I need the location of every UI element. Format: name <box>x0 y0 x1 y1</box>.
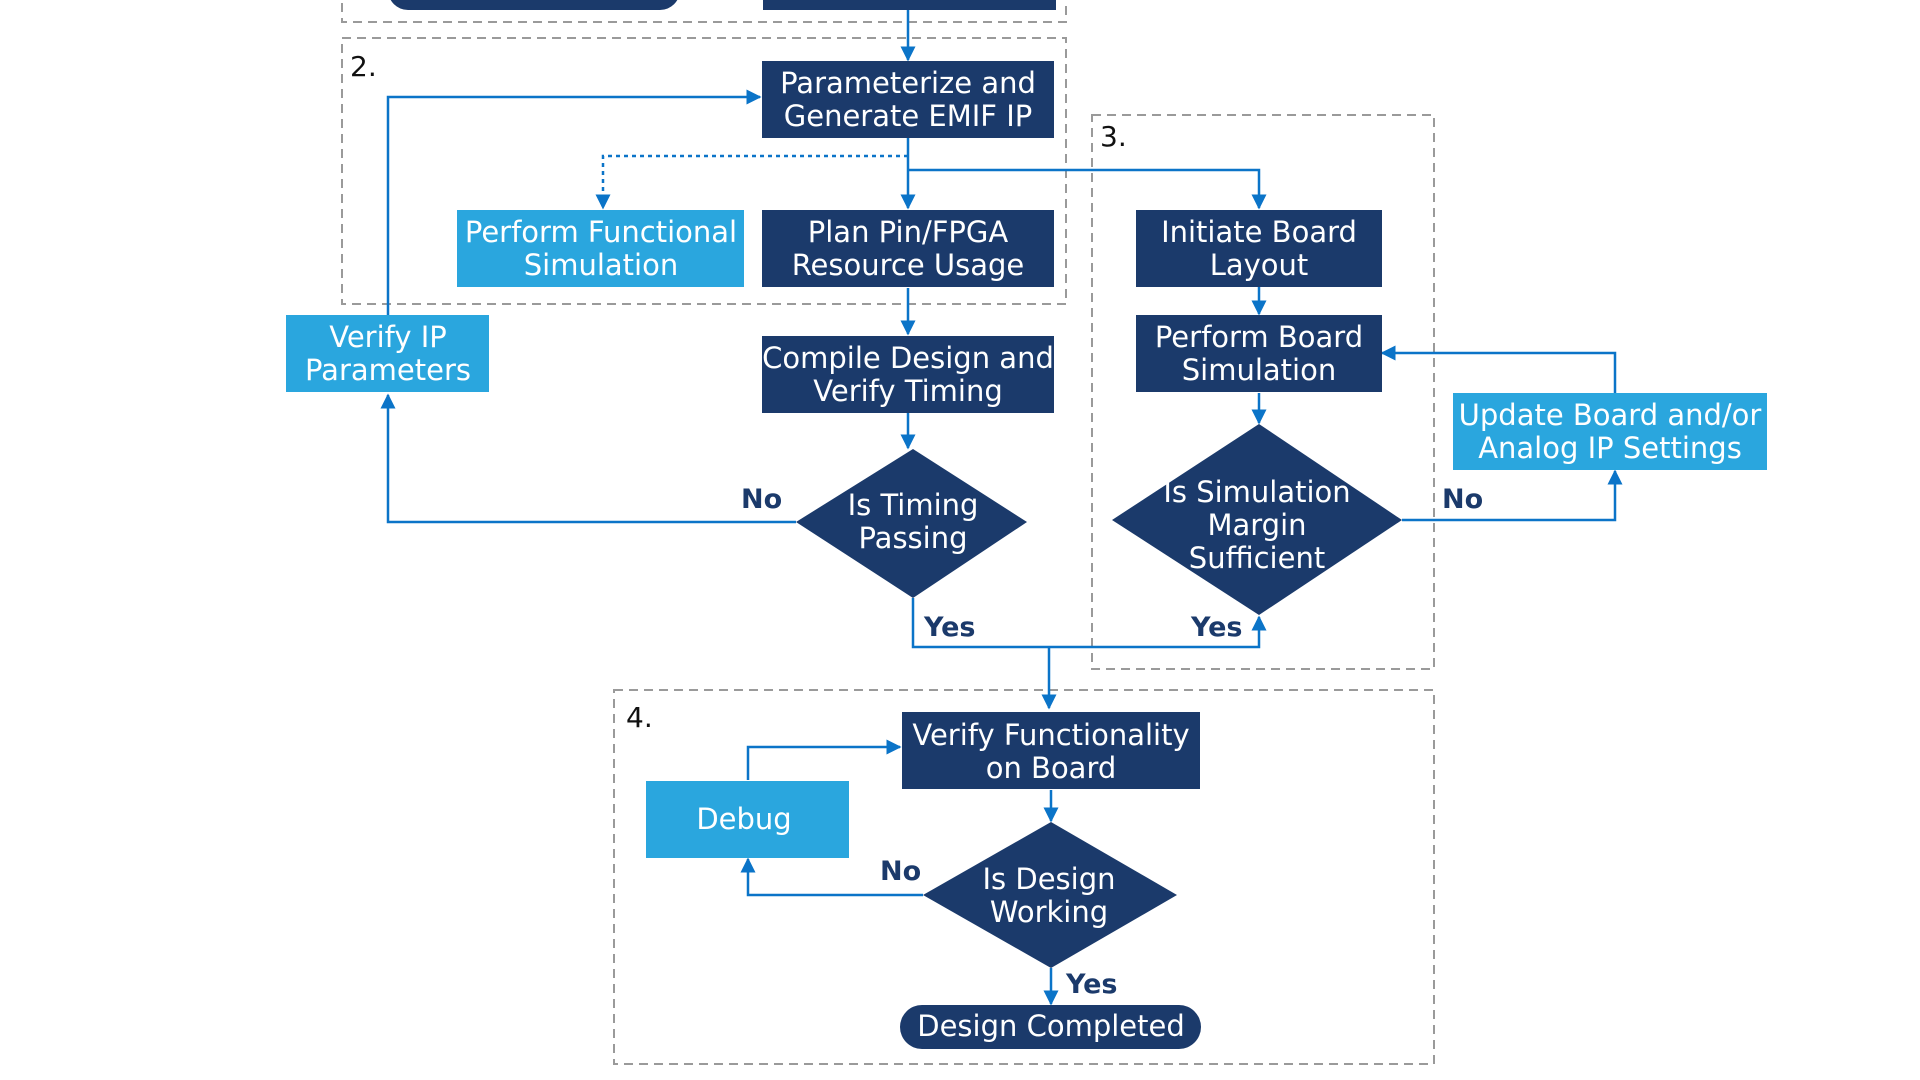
label-timing-yes: Yes <box>923 612 975 643</box>
node-debug-line-1: Debug <box>696 802 791 836</box>
node-update-board: Update Board and/or Analog IP Settings <box>1453 393 1767 470</box>
node-plan-pin: Plan Pin/FPGA Resource Usage <box>762 210 1054 287</box>
node-functional-sim-line-1: Perform Functional <box>465 215 737 249</box>
label-design-yes: Yes <box>1065 969 1117 1000</box>
node-timing-decision-line-2: Passing <box>858 521 967 555</box>
node-init-board-line-1: Initiate Board <box>1161 215 1357 249</box>
node-margin-decision: Is Simulation Margin Sufficient <box>1112 424 1402 615</box>
edge-update-board-to-board-sim <box>1380 345 1617 393</box>
node-init-board-line-2: Layout <box>1210 248 1309 282</box>
label-timing-no: No <box>741 484 782 515</box>
edge-margin-no-to-update-board <box>1402 469 1623 522</box>
connectors <box>380 10 1623 1006</box>
node-timing-decision: Is Timing Passing <box>796 449 1027 598</box>
node-functional-sim-line-2: Simulation <box>524 248 678 282</box>
node-update-board-line-2: Analog IP Settings <box>1478 431 1742 465</box>
label-margin-yes: Yes <box>1190 612 1242 643</box>
node-design-decision: Is Design Working <box>923 822 1177 968</box>
node-init-board: Initiate Board Layout <box>1136 210 1382 287</box>
section-4-frame <box>613 689 1435 1065</box>
section-4-label: 4. <box>626 701 653 734</box>
edge-parameterize-to-board-layout <box>908 168 1267 210</box>
node-plan-pin-line-1: Plan Pin/FPGA <box>808 215 1009 249</box>
edge-timing-yes-to-join <box>911 598 1049 649</box>
node-functional-sim: Perform Functional Simulation <box>457 210 744 287</box>
node-verify-board: Verify Functionality on Board <box>902 712 1200 789</box>
node-parameterize-line-1: Parameterize and <box>780 66 1036 100</box>
node-design-decision-line-1: Is Design <box>982 862 1115 896</box>
section-1-process-partial <box>763 0 1056 10</box>
section-3-frame <box>1091 114 1435 670</box>
edge-debug-to-verify-board <box>746 739 902 780</box>
node-design-decision-line-2: Working <box>990 895 1108 929</box>
node-verify-board-line-1: Verify Functionality <box>912 718 1189 752</box>
edge-timing-no-to-verify-ip <box>380 393 796 524</box>
label-design-no: No <box>880 856 921 887</box>
node-completed-line-1: Design Completed <box>917 1009 1185 1043</box>
node-board-sim: Perform Board Simulation <box>1136 315 1382 392</box>
node-timing-decision-line-1: Is Timing <box>848 488 979 522</box>
edge-verify-ip-to-parameterize <box>386 89 762 315</box>
node-verify-ip-line-2: Parameters <box>305 353 471 387</box>
node-verify-board-line-2: on Board <box>986 751 1117 785</box>
edge-design-no-to-debug <box>740 857 923 897</box>
node-compile-line-1: Compile Design and <box>762 341 1054 375</box>
section-1-terminator-partial <box>390 0 678 10</box>
node-compile-line-2: Verify Timing <box>813 374 1002 408</box>
edge-join-to-margin-yes <box>1049 615 1267 649</box>
section-3-label: 3. <box>1100 120 1127 153</box>
section-2-label: 2. <box>350 50 377 83</box>
node-verify-ip-line-1: Verify IP <box>329 320 447 354</box>
node-board-sim-line-2: Simulation <box>1182 353 1336 387</box>
node-compile: Compile Design and Verify Timing <box>762 336 1054 413</box>
node-plan-pin-line-2: Resource Usage <box>792 248 1025 282</box>
edge-parameterize-to-functional-sim <box>595 154 908 210</box>
node-parameterize: Parameterize and Generate EMIF IP <box>762 61 1054 138</box>
node-margin-decision-line-2: Margin <box>1207 508 1306 542</box>
node-update-board-line-1: Update Board and/or <box>1459 398 1762 432</box>
node-completed: Design Completed <box>900 1005 1201 1049</box>
node-board-sim-line-1: Perform Board <box>1155 320 1363 354</box>
node-verify-ip: Verify IP Parameters <box>286 315 489 392</box>
node-margin-decision-line-1: Is Simulation <box>1163 475 1350 509</box>
node-margin-decision-line-3: Sufficient <box>1189 541 1325 575</box>
label-margin-no: No <box>1442 484 1483 515</box>
node-parameterize-line-2: Generate EMIF IP <box>784 99 1033 133</box>
node-debug: Debug <box>646 781 849 858</box>
section-1-frame <box>341 0 1067 23</box>
